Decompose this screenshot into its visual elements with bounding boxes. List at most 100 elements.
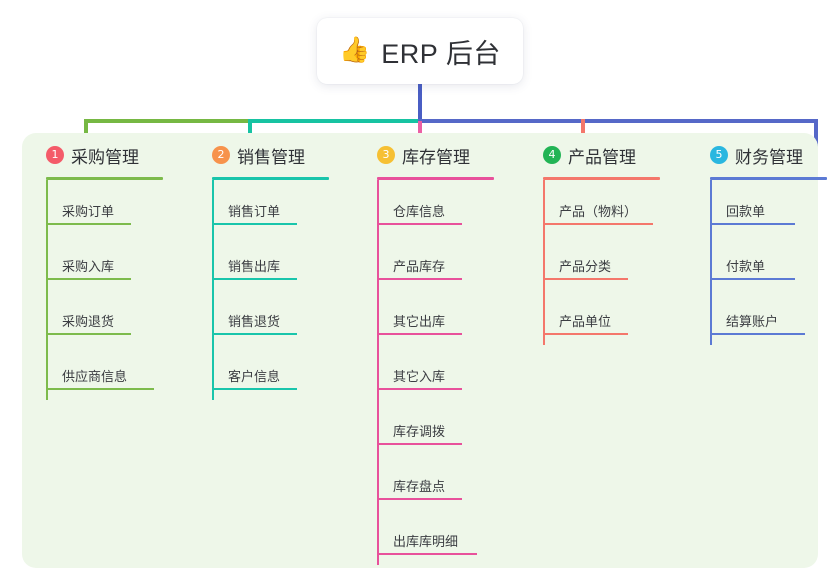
list-item[interactable]: 销售退货 [196,290,356,345]
list-item-rule [543,223,653,225]
column-rail [543,180,545,345]
list-item-label: 其它出库 [393,314,446,329]
column-purchasing: 1 采购管理 采购订单 采购入库 采购退货 供应商信息 [30,142,190,400]
list-item-rule [46,278,131,280]
list-item-rule [46,388,154,390]
column-badge-5: 5 [710,146,728,164]
list-item[interactable]: 产品库存 [361,235,521,290]
column-header[interactable]: 4 产品管理 [527,142,697,168]
list-item-rule [377,388,462,390]
column-badge-4: 4 [543,146,561,164]
list-item-label: 采购退货 [62,314,115,329]
column-title: 财务管理 [735,147,803,167]
list-item-label: 仓库信息 [393,204,446,219]
list-item-label: 采购订单 [62,204,115,219]
column-rail [377,180,379,565]
list-item-label: 出库库明细 [393,534,459,549]
list-item-label: 销售订单 [228,204,281,219]
column-header[interactable]: 1 采购管理 [30,142,190,168]
list-item[interactable]: 出库库明细 [361,510,521,565]
column-badge-3: 3 [377,146,395,164]
column-items: 产品（物料） 产品分类 产品单位 [527,180,697,345]
list-item-rule [543,278,628,280]
list-item[interactable]: 库存盘点 [361,455,521,510]
column-sales: 2 销售管理 销售订单 销售出库 销售退货 客户信息 [196,142,356,400]
column-title: 销售管理 [237,147,305,167]
column-items: 采购订单 采购入库 采购退货 供应商信息 [30,180,190,400]
column-title: 采购管理 [71,147,139,167]
diagram-panel [22,133,818,568]
column-items: 仓库信息 产品库存 其它出库 其它入库 库存调拨 库存盘点 出库库明细 [361,180,521,565]
column-rail [212,180,214,400]
list-item-label: 结算账户 [726,314,779,329]
list-item[interactable]: 产品分类 [527,235,697,290]
list-item[interactable]: 销售出库 [196,235,356,290]
column-header-rule [543,177,660,180]
list-item[interactable]: 采购订单 [30,180,190,235]
list-item[interactable]: 供应商信息 [30,345,190,400]
list-item[interactable]: 结算账户 [694,290,839,345]
list-item-rule [710,223,795,225]
list-item-label: 产品（物料） [559,204,638,219]
column-header[interactable]: 3 库存管理 [361,142,521,168]
column-badge-2: 2 [212,146,230,164]
list-item[interactable]: 库存调拨 [361,400,521,455]
column-rail [46,180,48,400]
list-item[interactable]: 销售订单 [196,180,356,235]
list-item-label: 产品库存 [393,259,446,274]
column-header-rule [212,177,329,180]
list-item[interactable]: 回款单 [694,180,839,235]
list-item-rule [46,333,131,335]
list-item-rule [46,223,131,225]
list-item[interactable]: 产品（物料） [527,180,697,235]
list-item-rule [212,333,297,335]
list-item-label: 客户信息 [228,369,281,384]
list-item-rule [212,388,297,390]
column-rail [710,180,712,345]
column-header-rule [46,177,163,180]
column-header[interactable]: 2 销售管理 [196,142,356,168]
column-title: 库存管理 [402,147,470,167]
list-item-rule [377,443,462,445]
list-item-label: 库存调拨 [393,424,446,439]
list-item-rule [377,278,462,280]
list-item-rule [377,553,477,555]
list-item-label: 销售出库 [228,259,281,274]
column-title: 产品管理 [568,147,636,167]
list-item[interactable]: 其它入库 [361,345,521,400]
list-item-label: 付款单 [726,259,766,274]
list-item-label: 采购入库 [62,259,115,274]
list-item-rule [377,333,462,335]
list-item[interactable]: 采购入库 [30,235,190,290]
list-item-rule [377,223,462,225]
column-finance: 5 财务管理 回款单 付款单 结算账户 [694,142,839,345]
list-item-rule [543,333,628,335]
list-item-label: 销售退货 [228,314,281,329]
column-items: 销售订单 销售出库 销售退货 客户信息 [196,180,356,400]
column-header[interactable]: 5 财务管理 [694,142,839,168]
list-item-rule [377,498,462,500]
list-item[interactable]: 仓库信息 [361,180,521,235]
column-inventory: 3 库存管理 仓库信息 产品库存 其它出库 其它入库 库存调拨 库存盘点 [361,142,521,565]
column-header-rule [377,177,494,180]
list-item-label: 产品单位 [559,314,612,329]
list-item[interactable]: 其它出库 [361,290,521,345]
list-item-rule [710,333,805,335]
root-node-card[interactable]: 👍 ERP 后台 [317,18,523,84]
column-badge-1: 1 [46,146,64,164]
column-header-rule [710,177,827,180]
list-item-rule [212,223,297,225]
list-item-rule [212,278,297,280]
list-item-label: 库存盘点 [393,479,446,494]
list-item[interactable]: 采购退货 [30,290,190,345]
list-item-label: 其它入库 [393,369,446,384]
list-item-label: 产品分类 [559,259,612,274]
list-item-label: 回款单 [726,204,766,219]
list-item[interactable]: 付款单 [694,235,839,290]
thumbs-up-icon: 👍 [339,35,371,64]
list-item[interactable]: 客户信息 [196,345,356,400]
list-item-rule [710,278,795,280]
list-item[interactable]: 产品单位 [527,290,697,345]
list-item-label: 供应商信息 [62,369,128,384]
root-title: ERP 后台 [381,38,501,69]
